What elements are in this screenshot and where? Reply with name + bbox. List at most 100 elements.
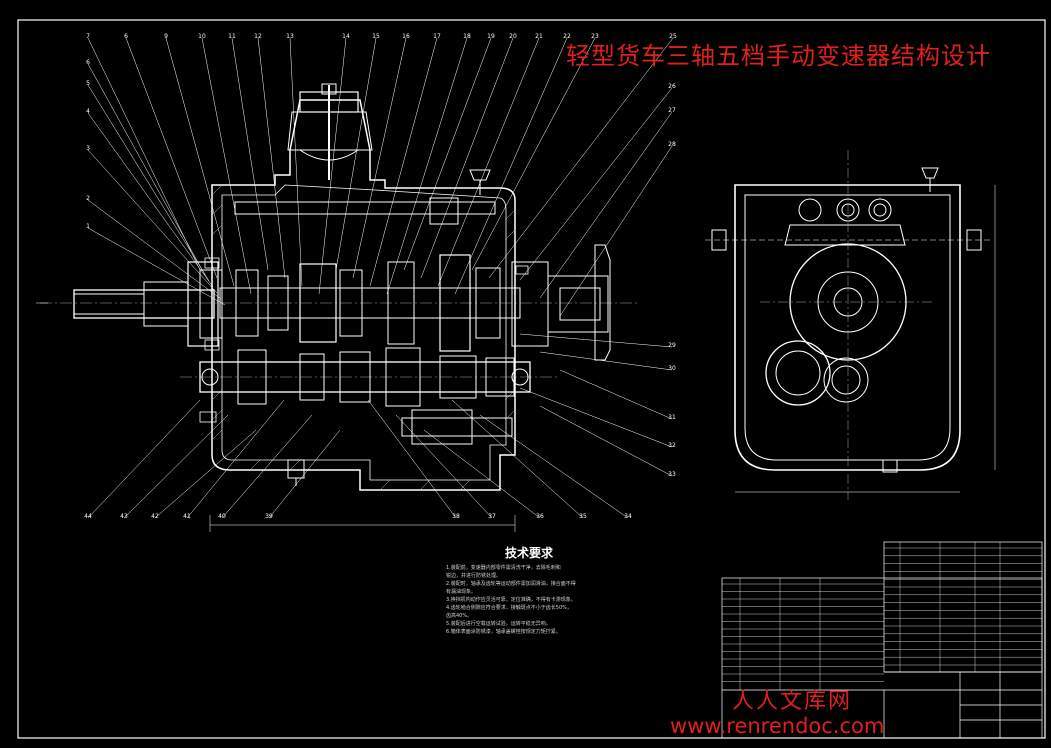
callout-leader [395, 414, 493, 519]
counter-gear-3 [339, 351, 371, 403]
callout-number: 25 [669, 33, 677, 40]
callout-leader [539, 405, 673, 477]
gear-4 [387, 261, 415, 345]
synchronizer-1 [299, 263, 337, 343]
callout-number: 16 [402, 33, 410, 40]
tech-item: 3.换挡机构动作应灵活可靠，定位准确，不得有卡滞现象。 [446, 597, 576, 603]
counter-gear-2 [299, 353, 325, 401]
callout-number: 6 [124, 33, 128, 40]
callout-leader [318, 37, 347, 295]
output-flange [547, 275, 609, 333]
callout-number: 29 [668, 342, 676, 349]
callout-number: 44 [84, 513, 92, 520]
title-block [721, 541, 1043, 739]
synchronizer-2 [439, 254, 471, 352]
callout-leader [289, 37, 303, 287]
tech-item: 1.装配前，变速器内部零件需清洗干净，去除毛刺和 [446, 565, 561, 571]
callout-number: 21 [535, 33, 543, 40]
callout-number: 12 [254, 33, 262, 40]
tech-item: 6.箱体表面涂防锈漆，轴承盖螺栓按规定力矩拧紧。 [446, 629, 561, 635]
callout-number: 3 [86, 145, 90, 152]
gearbox-section-view [36, 83, 640, 532]
callout-leader [352, 37, 407, 279]
callout-leader [123, 414, 229, 519]
callout-number: 31 [668, 414, 676, 421]
callout-number: 33 [668, 471, 676, 478]
callout-number: 19 [487, 33, 495, 40]
tech-item: 2.装配时，轴承及齿轮等运动部件需加润滑油，接合面不得 [446, 581, 576, 587]
watermark-url: www.renrendoc.com [670, 714, 885, 738]
callout-number: 5 [86, 80, 90, 87]
counter-gear [765, 340, 831, 406]
counter-gear-5 [439, 355, 477, 399]
cross-housing [734, 184, 961, 471]
callout-leader [559, 369, 673, 420]
callout-leader [369, 37, 438, 287]
gear-5 [475, 267, 501, 339]
rear-bearing-cover [511, 261, 549, 347]
callout-leader [87, 199, 222, 300]
reverse-idler [401, 417, 513, 437]
callout-number: 11 [228, 33, 236, 40]
rail-1 [798, 198, 822, 222]
callout-leader [335, 37, 377, 271]
callout-leader [403, 37, 492, 271]
tech-requirements-list: 1.装配前，变速器内部零件需清洗干净，去除毛刺和 锐边，并进行防锈处理。 2.装… [446, 564, 618, 636]
callout-number: 32 [668, 442, 676, 449]
front-bearing-cover [187, 261, 219, 347]
callout-number: 38 [452, 513, 460, 520]
callout-number: 17 [433, 33, 441, 40]
callout-leader [87, 112, 214, 288]
callout-leader [268, 429, 341, 519]
callout-number: 30 [668, 365, 676, 372]
callout-leader [87, 37, 201, 271]
callout-leader [154, 429, 257, 519]
tech-item: 齿高40%。 [446, 613, 473, 619]
callout-leader [87, 63, 206, 276]
counter-gear-4 [385, 347, 421, 407]
tech-item: 有漏油现象。 [446, 589, 477, 595]
callout-leader [423, 429, 541, 519]
callout-number: 13 [286, 33, 294, 40]
tech-item: 锐边，并进行防锈处理。 [446, 573, 502, 579]
callout-leader [87, 149, 218, 294]
callout-number: 6 [86, 59, 90, 66]
callout-leader [451, 399, 584, 519]
counter-gear-1 [237, 349, 267, 405]
callout-number: 10 [198, 33, 206, 40]
callout-leader [231, 37, 269, 271]
callout-number: 18 [463, 33, 471, 40]
callout-number: 28 [668, 141, 676, 148]
callout-number: 14 [342, 33, 350, 40]
housing-outline [211, 99, 516, 491]
callout-number: 40 [218, 513, 226, 520]
callout-leader [488, 37, 674, 279]
tech-item: 4.齿轮啮合侧隙应符合要求，接触斑点不小于齿长50%， [446, 605, 572, 611]
callout-leader [539, 351, 673, 371]
callout-leader [165, 37, 235, 287]
callout-number: 1 [86, 223, 90, 230]
callout-leader [519, 87, 673, 281]
callout-leader [221, 414, 313, 519]
callout-number: 9 [164, 33, 168, 40]
callout-number: 34 [624, 513, 632, 520]
callout-number: 15 [372, 33, 380, 40]
callout-leader [367, 399, 457, 519]
callout-leader [519, 333, 673, 348]
callout-number: 22 [563, 33, 571, 40]
callout-leader [519, 387, 673, 448]
callout-leader [257, 37, 286, 279]
callout-number: 36 [536, 513, 544, 520]
tech-item: 5.装配后进行空载运转试验，运转平稳无异响。 [446, 621, 551, 627]
rail-3 [868, 198, 892, 222]
gear-1 [235, 269, 259, 337]
callout-leader [479, 414, 629, 519]
counter-shaft [199, 361, 531, 393]
callout-number: 4 [86, 108, 90, 115]
sheet-border [17, 19, 1046, 739]
callout-leader [454, 37, 568, 295]
gearbox-cross-section [705, 150, 996, 500]
